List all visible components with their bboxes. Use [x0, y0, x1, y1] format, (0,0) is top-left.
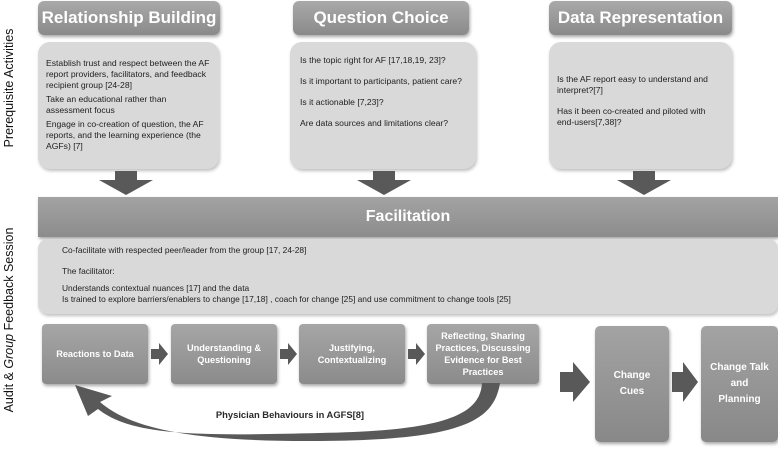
- panel-relationship-building: Establish trust and respect between the …: [38, 42, 219, 169]
- right-arrow-icon: [672, 362, 698, 402]
- relationship-item-3: Engage in co-creation of question, the A…: [46, 119, 204, 151]
- data-item-1: Is the AF report easy to understand and …: [557, 74, 708, 95]
- panel-question-choice: Is the topic right for AF [17,18,19, 23]…: [290, 42, 476, 169]
- right-arrow-icon: [280, 343, 297, 365]
- panel-data-representation: Is the AF report easy to understand and …: [549, 42, 732, 169]
- down-arrow-icon: [99, 171, 153, 195]
- session-label-prefix: Audit &: [2, 368, 16, 413]
- step-reflecting-sharing: Reflecting, Sharing Practices, Discussin…: [427, 324, 539, 384]
- step-justifying-contextualizing: Justifying, Contextualizing: [299, 324, 405, 384]
- change-cues-box: Change Cues: [595, 326, 669, 442]
- facilitation-line-2: The facilitator:: [62, 265, 115, 276]
- facilitation-panel: Co-facilitate with respected peer/leader…: [38, 239, 778, 314]
- prerequisite-side-label: Prerequisite Activities: [2, 28, 16, 148]
- facilitation-line-3: Understands contextual nuances [17] and …: [62, 283, 250, 293]
- session-label-emphasis: Group: [2, 333, 16, 369]
- right-arrow-icon: [151, 343, 168, 365]
- header-question-choice: Question Choice: [293, 1, 469, 35]
- facilitation-line-1: Co-facilitate with respected peer/leader…: [62, 245, 307, 255]
- facilitation-bar: Facilitation: [38, 197, 778, 237]
- feedback-loop-label: Physician Behaviours in AGFS[8]: [215, 409, 365, 420]
- header-data-representation: Data Representation: [549, 1, 732, 35]
- right-arrow-icon: [408, 343, 425, 365]
- question-item-4: Are data sources and limitations clear?: [300, 118, 449, 128]
- facilitation-line-4: Is trained to explore barriers/enablers …: [62, 293, 511, 304]
- session-side-label: Audit & Group Feedback Session: [2, 187, 16, 453]
- question-item-3: Is it actionable [7,23]?: [300, 97, 384, 107]
- question-item-2: Is it important to participants, patient…: [300, 76, 462, 86]
- session-label-suffix: Feedback Session: [2, 227, 16, 334]
- relationship-item-1: Establish trust and respect between the …: [46, 58, 210, 90]
- down-arrow-icon: [617, 171, 671, 195]
- down-arrow-icon: [357, 171, 411, 195]
- right-arrow-icon: [560, 362, 590, 402]
- change-talk-planning-box: Change Talk and Planning: [701, 326, 778, 442]
- question-item-1: Is the topic right for AF [17,18,19, 23]…: [300, 55, 446, 65]
- step-reactions-to-data: Reactions to Data: [42, 324, 148, 384]
- relationship-item-2: Take an educational rather than assessme…: [46, 94, 167, 115]
- data-item-2: Has it been co-created and piloted with …: [557, 106, 706, 127]
- header-relationship-building: Relationship Building: [38, 1, 220, 35]
- step-understanding-questioning: Understanding & Questioning: [171, 324, 277, 384]
